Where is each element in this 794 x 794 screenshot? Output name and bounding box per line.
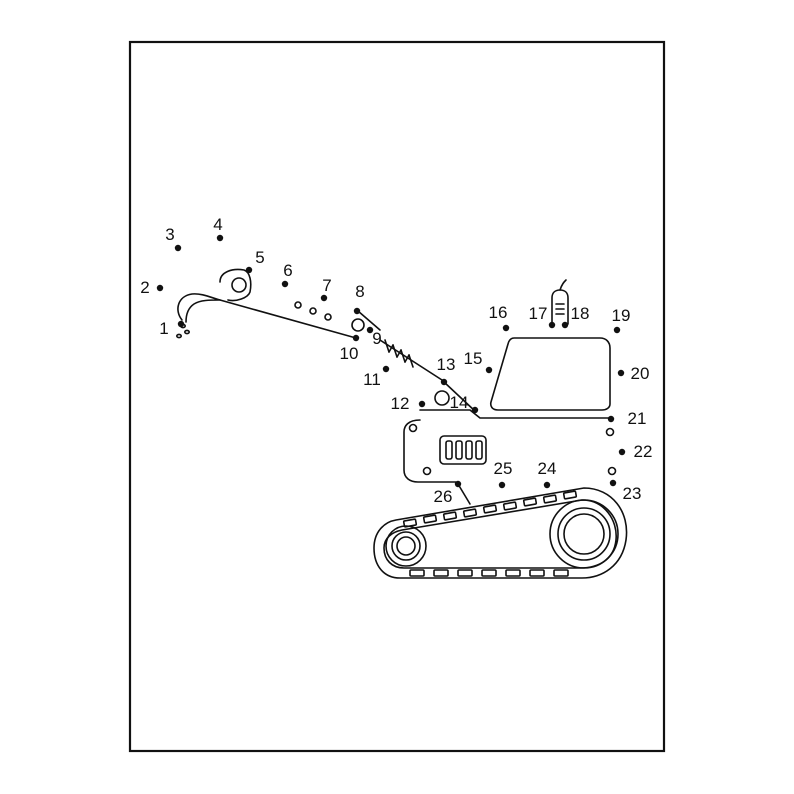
body-deck	[419, 409, 611, 419]
rear-wheel	[549, 499, 619, 569]
dot-10	[352, 334, 360, 342]
dot-3	[174, 244, 182, 252]
dot-label-13: 13	[437, 355, 456, 374]
dot-4	[216, 234, 224, 242]
dot-1	[177, 320, 185, 328]
dot-label-25: 25	[494, 459, 513, 478]
dot-label-18: 18	[571, 304, 590, 323]
bucket-tooth	[184, 329, 191, 335]
engine-grille	[439, 435, 487, 465]
body-bolt	[408, 423, 418, 433]
boom-arm	[443, 381, 477, 413]
body-bolt	[607, 466, 617, 476]
dot-22	[618, 448, 626, 456]
dot-label-22: 22	[634, 442, 653, 461]
dot-label-6: 6	[283, 261, 292, 280]
track-support	[457, 483, 471, 505]
dot-21	[607, 415, 615, 423]
dot-6	[281, 280, 289, 288]
dot-24	[543, 481, 551, 489]
dot-20	[617, 369, 625, 377]
track-pads	[402, 490, 578, 577]
dot-23	[609, 479, 617, 487]
dot-16	[502, 324, 510, 332]
arm-line	[219, 299, 357, 339]
dot-9	[366, 326, 374, 334]
arm-pivot-pin	[231, 277, 247, 293]
hydraulic-piston	[384, 339, 414, 368]
dot-label-9: 9	[372, 329, 381, 348]
dot-19	[613, 326, 621, 334]
dot-5	[245, 266, 253, 274]
page-border	[128, 40, 666, 753]
track-outline	[373, 487, 628, 579]
dot-label-4: 4	[213, 215, 222, 234]
dot-label-21: 21	[628, 409, 647, 428]
dot-26	[454, 480, 462, 488]
dot-label-1: 1	[159, 319, 168, 338]
dot-label-23: 23	[623, 484, 642, 503]
cabin-window	[489, 337, 611, 411]
antenna-tip	[559, 279, 567, 291]
dot-13	[440, 378, 448, 386]
dot-label-14: 14	[450, 393, 469, 412]
dot-17	[548, 321, 556, 329]
dot-15	[485, 366, 493, 374]
arm-line-upper	[357, 310, 381, 331]
body-bolt	[422, 466, 432, 476]
dot-label-7: 7	[322, 276, 331, 295]
bucket-tooth	[176, 333, 183, 339]
excavator-partial-drawing	[176, 268, 628, 579]
dot-label-26: 26	[434, 487, 453, 506]
arm-bolt	[324, 313, 332, 321]
dot-label-15: 15	[464, 349, 483, 368]
dot-11	[382, 365, 390, 373]
dot-18	[561, 321, 569, 329]
dot-label-5: 5	[255, 248, 264, 267]
front-wheel	[385, 525, 427, 567]
boom-joint	[434, 390, 450, 406]
dot-label-12: 12	[391, 394, 410, 413]
dot-label-3: 3	[165, 225, 174, 244]
dot-2	[156, 284, 164, 292]
dot-label-11: 11	[363, 370, 381, 389]
hydraulic-piston-joins	[388, 344, 410, 363]
dot-25	[498, 481, 506, 489]
dot-label-2: 2	[140, 278, 149, 297]
body-shape	[403, 419, 457, 483]
arm-bolt	[309, 307, 317, 315]
dot-8	[353, 307, 361, 315]
dot-12	[418, 400, 426, 408]
dot-label-17: 17	[529, 304, 548, 323]
dot-label-8: 8	[355, 282, 364, 301]
arm-bolt	[294, 301, 302, 309]
body-bolt	[605, 427, 615, 437]
dot-7	[320, 294, 328, 302]
dot-label-24: 24	[538, 459, 557, 478]
dot-label-16: 16	[489, 303, 508, 322]
arm-pivot	[219, 268, 252, 302]
arm-joint	[351, 318, 365, 332]
dot-label-10: 10	[340, 344, 359, 363]
dot-14	[471, 406, 479, 414]
dot-label-20: 20	[631, 364, 650, 383]
dot-label-19: 19	[612, 306, 631, 325]
